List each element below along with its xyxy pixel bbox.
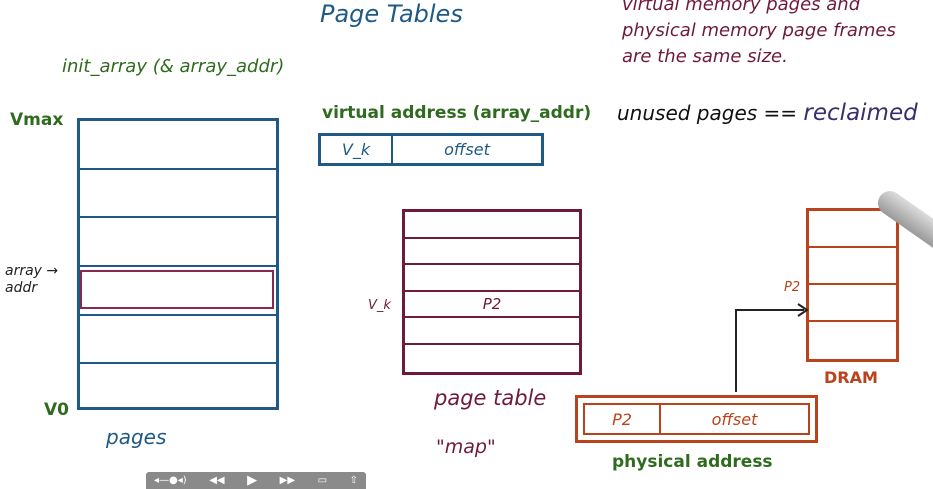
pt-entry (405, 318, 579, 345)
array-addr-label: array → addr (5, 263, 59, 296)
pt-entry (405, 212, 579, 239)
pt-entry (405, 265, 579, 292)
vpn-field: V_k (321, 136, 393, 163)
share-icon[interactable]: ⇧ (349, 475, 358, 486)
page-table: P2 (402, 209, 582, 375)
unused-pages-note: unused pages == reclaimed (617, 100, 918, 126)
array-label: array (5, 263, 42, 279)
v0-label: V0 (44, 400, 69, 420)
frame (809, 322, 896, 359)
dram-column (806, 208, 899, 362)
virtual-address-box: V_k offset (318, 133, 544, 166)
page (80, 121, 276, 170)
page (80, 170, 276, 219)
offset-field: offset (444, 140, 490, 159)
dram-frame-label: P2 (784, 280, 801, 295)
pt-entry (405, 239, 579, 266)
rewind-icon[interactable]: ◀◀ (209, 475, 225, 486)
virtual-pages-column (77, 118, 279, 410)
page-table-row-label: V_k (368, 298, 391, 313)
note-line: virtual memory pages and (622, 0, 861, 15)
page (80, 267, 276, 316)
array-page-highlight (80, 270, 274, 309)
frame (809, 248, 896, 285)
video-controls: ◂—●◂) ◀◀ ▶ ▶▶ ▭ ⇧ (146, 472, 366, 489)
volume-icon[interactable]: ◂—●◂) (154, 475, 187, 486)
pt-entry (405, 345, 579, 372)
page-table-caption: page table (434, 386, 547, 410)
slide-title: Page Tables (320, 0, 463, 28)
virtual-address-label: virtual address (array_addr) (322, 103, 592, 123)
reclaimed-word: reclaimed (803, 100, 918, 126)
physical-address-label: physical address (612, 452, 773, 472)
frame (809, 285, 896, 322)
screen-icon[interactable]: ▭ (317, 475, 328, 486)
play-icon[interactable]: ▶ (247, 473, 258, 488)
note-line: are the same size. (622, 46, 788, 67)
dram-label: DRAM (824, 368, 878, 387)
unused-prefix: unused pages == (617, 101, 798, 125)
addr-label: addr (5, 280, 38, 296)
page (80, 364, 276, 413)
pfn-field: P2 (585, 405, 661, 433)
map-caption: "map" (436, 436, 496, 458)
frame (809, 211, 896, 248)
page (80, 316, 276, 365)
note-line: physical memory page frames (622, 20, 896, 41)
pages-caption: pages (106, 425, 167, 449)
page (80, 218, 276, 268)
offset-field: offset (711, 409, 758, 429)
pt-entry: P2 (405, 292, 579, 319)
physical-address-box: P2 offset (575, 395, 818, 443)
note-text: virtual memory pages and physical memory… (622, 0, 896, 70)
init-array-label: init_array (& array_addr) (62, 56, 285, 77)
vmax-label: Vmax (10, 110, 64, 130)
fast-forward-icon[interactable]: ▶▶ (279, 475, 296, 486)
mapping-arrow-icon (735, 303, 809, 392)
